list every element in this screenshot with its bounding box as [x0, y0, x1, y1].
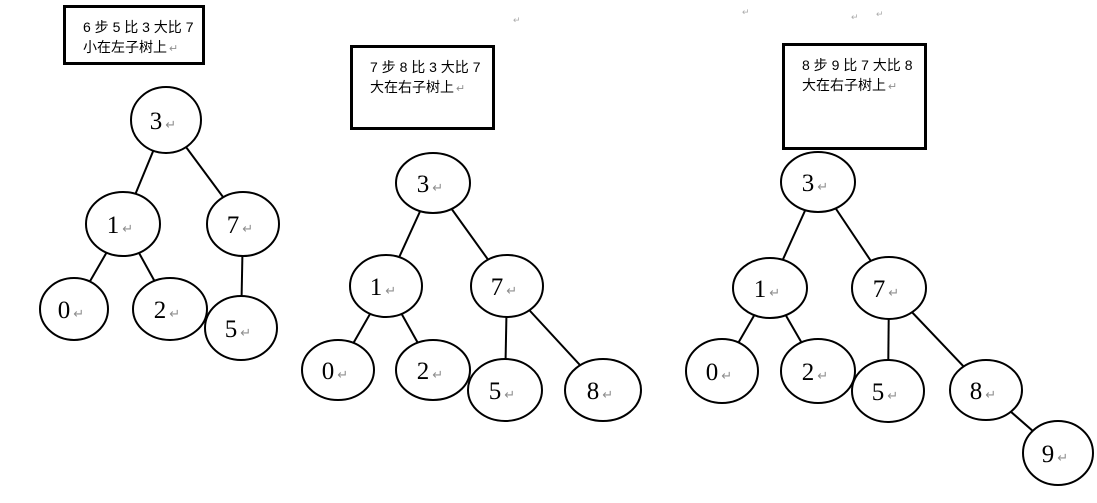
tree-node-circle-8 — [949, 359, 1023, 421]
return-mark-icon: ↵ — [456, 83, 466, 95]
return-mark-icon: ↵ — [242, 221, 253, 236]
tree-node-circle-0 — [301, 339, 375, 401]
tree-node-circle-2 — [395, 339, 471, 401]
tree-node-circle-7 — [470, 254, 544, 318]
annotation-text: 小在左子树上 — [83, 39, 167, 55]
return-mark-icon: ↵ — [169, 43, 179, 55]
tree-node-circle-0 — [685, 338, 759, 404]
return-mark-icon: ↵ — [169, 306, 180, 321]
tree-node-circle-5 — [204, 295, 278, 361]
return-mark-icon: ↵ — [1057, 450, 1068, 465]
annotation-line-1: 6 步 5 比 3 大比 7 — [83, 19, 194, 35]
stray-return-mark-icon: ↵ — [513, 15, 521, 25]
annotation-box-step-7: 7 步 8 比 3 大比 7 大在右子树上↵ — [350, 45, 495, 130]
return-mark-icon: ↵ — [721, 368, 732, 383]
tree-node-circle-3 — [130, 86, 202, 154]
return-mark-icon: ↵ — [888, 81, 898, 93]
tree-node-circle-7 — [851, 256, 927, 320]
tree-node-circle-3 — [780, 151, 856, 213]
stray-return-mark-icon: ↵ — [876, 9, 884, 19]
annotation-line-2: 小在左子树上↵ — [83, 37, 198, 59]
return-mark-icon: ↵ — [122, 221, 133, 236]
return-mark-icon: ↵ — [506, 283, 517, 298]
tree-node-circle-0 — [39, 277, 109, 341]
tree-node-circle-9 — [1022, 420, 1094, 486]
return-mark-icon: ↵ — [817, 368, 828, 383]
return-mark-icon: ↵ — [769, 285, 780, 300]
tree-node-circle-5 — [851, 359, 925, 423]
annotation-box-step-6: 6 步 5 比 3 大比 7 小在左子树上↵ — [63, 5, 205, 65]
return-mark-icon: ↵ — [887, 388, 898, 403]
tree-node-circle-2 — [132, 277, 208, 341]
annotation-text: 大在右子树上 — [802, 77, 886, 93]
annotation-line-1: 7 步 8 比 3 大比 7 — [370, 59, 481, 75]
tree-node-circle-5 — [467, 358, 543, 422]
annotation-line-2: 大在右子树上↵ — [802, 75, 920, 97]
tree-node-circle-3 — [395, 152, 471, 214]
return-mark-icon: ↵ — [385, 283, 396, 298]
tree-node-circle-8 — [564, 358, 642, 422]
return-mark-icon: ↵ — [602, 387, 613, 402]
tree-step-7: 3↵1↵7↵0↵2↵5↵8↵ — [301, 152, 642, 422]
tree-node-circle-2 — [780, 338, 856, 404]
stray-return-mark-icon: ↵ — [742, 7, 750, 17]
annotation-line-2: 大在右子树上↵ — [370, 77, 488, 99]
tree-node-circle-1 — [349, 254, 423, 318]
return-mark-icon: ↵ — [165, 117, 176, 132]
return-mark-icon: ↵ — [985, 387, 996, 402]
annotation-box-step-8: 8 步 9 比 7 大比 8 大在右子树上↵ — [782, 43, 927, 150]
return-mark-icon: ↵ — [432, 180, 443, 195]
tree-step-8: 3↵1↵7↵0↵2↵5↵8↵9↵ — [685, 151, 1094, 486]
tree-step-6: 3↵1↵7↵0↵2↵5↵ — [39, 86, 280, 361]
stray-return-mark-icon: ↵ — [851, 12, 859, 22]
annotation-line-1: 8 步 9 比 7 大比 8 — [802, 57, 913, 73]
return-mark-icon: ↵ — [337, 367, 348, 382]
tree-node-circle-1 — [85, 191, 161, 257]
tree-node-circle-1 — [732, 257, 808, 319]
return-mark-icon: ↵ — [504, 387, 515, 402]
annotation-text: 大在右子树上 — [370, 79, 454, 95]
return-mark-icon: ↵ — [432, 367, 443, 382]
return-mark-icon: ↵ — [240, 325, 251, 340]
return-mark-icon: ↵ — [73, 306, 84, 321]
return-mark-icon: ↵ — [888, 285, 899, 300]
return-mark-icon: ↵ — [817, 179, 828, 194]
tree-node-circle-7 — [206, 191, 280, 257]
